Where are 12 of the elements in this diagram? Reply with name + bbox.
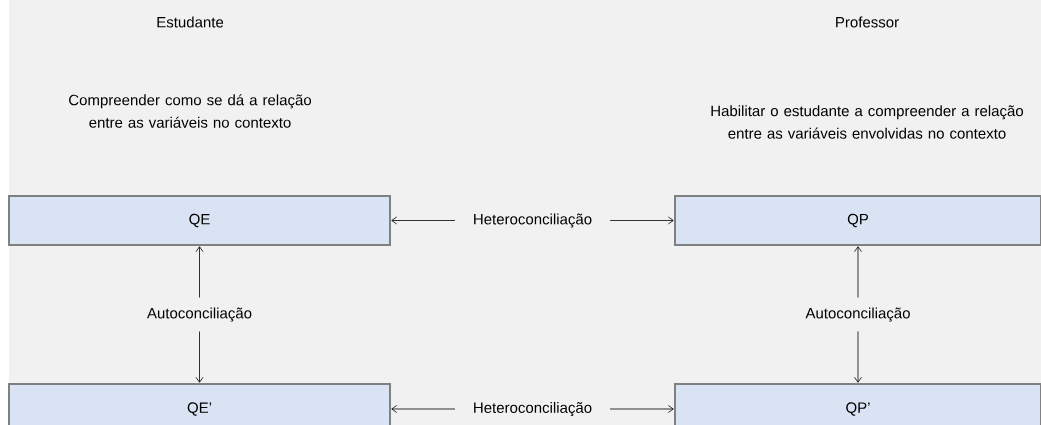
- description-text: Compreender como se dá a relação entre as variáveis no contexto: [69, 94, 312, 128]
- description-text: Habilitar o estudante a compreender a relação entre as variáveis envolvidas no contexto: [711, 105, 1024, 139]
- edge-label: Autoconciliação: [805, 307, 910, 322]
- quadrant-box: QP: [674, 195, 1041, 246]
- heading-text: Professor: [836, 16, 899, 28]
- edge-label: Autoconciliação: [147, 307, 252, 322]
- quadrant-box: QE’: [8, 383, 391, 425]
- edge-label: Heteroconciliação: [474, 213, 592, 228]
- heading-text: Estudante: [157, 16, 224, 28]
- edge-label: Heteroconciliação: [474, 401, 592, 416]
- quadrant-box: QE: [8, 195, 391, 246]
- quadrant-box: QP’: [674, 383, 1041, 425]
